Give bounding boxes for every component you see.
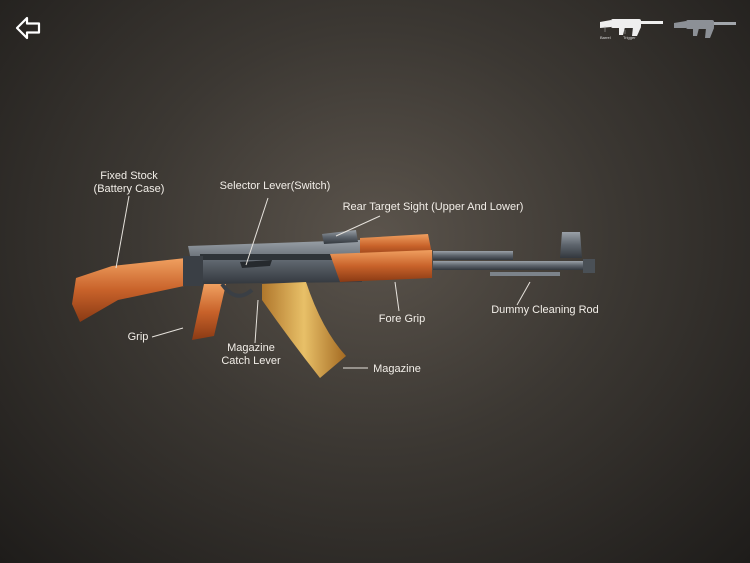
label-selector-lever: Selector Lever(Switch) [219,180,331,192]
rifle-thumbnail-icon [674,20,736,38]
fixed-stock [72,258,186,322]
label-fore-grip: Fore Grip [378,313,426,325]
rifle-full-thumbnail[interactable] [672,12,738,44]
front-sight [560,232,582,258]
thumbnail-caption-barrel: Barrel [600,35,611,40]
trigger-guard [220,282,254,298]
back-button[interactable] [14,14,42,42]
label-rear-target-sight: Rear Target Sight (Upper And Lower) [342,201,524,213]
rifle-labeled-thumbnail[interactable]: Barrel Trigger [597,12,667,44]
rear-sight [322,230,358,244]
barrel [433,261,593,270]
selector-lever [240,260,272,268]
stock-mount [183,256,203,286]
back-arrow-icon [15,16,41,40]
label-dummy-cleaning-rod: Dummy Cleaning Rod [491,304,599,316]
label-grip: Grip [127,331,149,343]
magazine [262,282,346,378]
leader-lines [115,195,531,369]
cleaning-rod [490,272,560,276]
muzzle [583,259,595,273]
thumbnail-caption-trigger: Trigger [623,35,636,40]
fore-grip [330,250,432,282]
receiver-slot [200,254,350,260]
rifle-thumbnail-icon [600,19,663,36]
label-magazine: Magazine [373,363,421,375]
label-magazine-catch-lever: Magazine Catch Lever [221,342,281,367]
pistol-grip [192,284,226,340]
label-fixed-stock: Fixed Stock (Battery Case) [93,170,165,195]
receiver [188,240,362,284]
gas-tube [433,251,513,260]
